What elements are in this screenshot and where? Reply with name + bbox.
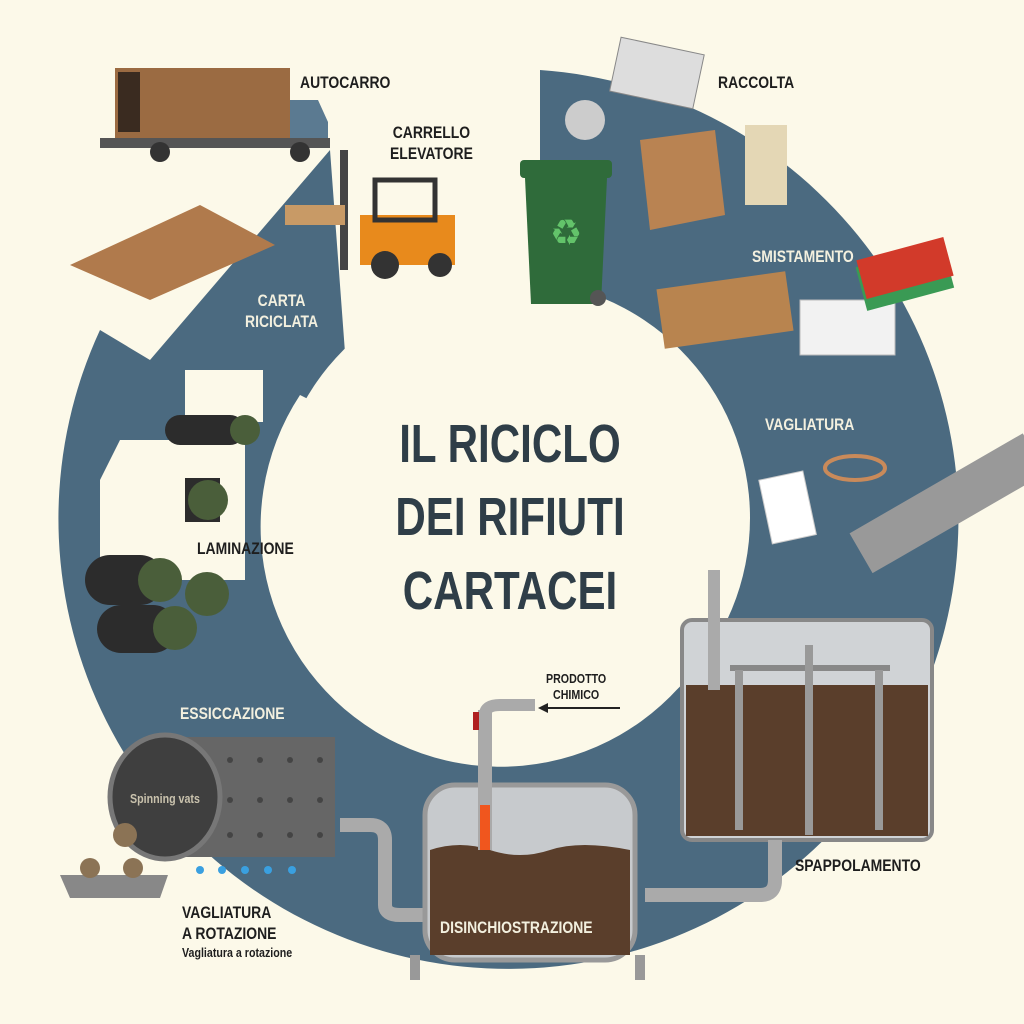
label-line: ELEVATORE (390, 144, 473, 164)
svg-text:♻: ♻ (550, 213, 582, 254)
pipe (645, 840, 782, 902)
crumpled-paper-icon (565, 100, 605, 140)
page-title: IL RICICLO DEI RIFIUTI CARTACEI (370, 408, 651, 628)
rotating-drum-icon (60, 732, 335, 898)
cardboard-folder-icon (640, 130, 725, 230)
label-autocarro: AUTOCARRO (300, 73, 391, 92)
newspaper-icon (609, 36, 705, 110)
paper-sheet-icon (758, 470, 817, 545)
label-line: CARRELLO (392, 123, 471, 142)
label-line: CARTA (257, 291, 306, 310)
truck-icon (100, 68, 330, 162)
deinking-tank-icon (410, 699, 645, 980)
label-spinning-vats: Spinning vats (130, 791, 200, 806)
paper-stack-icon (799, 299, 896, 356)
recycled-paper-icon (70, 205, 275, 300)
label-prodotto-chimico: PRODOTTO CHIMICO (546, 671, 606, 704)
label-raccolta: RACCOLTA (718, 73, 795, 92)
label-line: RICICLATA (245, 312, 319, 332)
label-line: CHIMICO (553, 687, 600, 703)
label-line: A ROTAZIONE (182, 924, 277, 944)
label-vagliatura-rotazione: VAGLIATURA A ROTAZIONE Vagliatura a rota… (182, 902, 292, 961)
center-circle (274, 280, 750, 756)
label-smistamento: SMISTAMENTO (752, 247, 854, 266)
rubber-band-icon (823, 454, 887, 482)
pipe (340, 818, 430, 922)
label-line: PRODOTTO (546, 671, 607, 686)
screening-chute-icon (849, 433, 1024, 574)
pulper-tank-icon (680, 570, 934, 842)
forklift-icon (285, 150, 455, 279)
cardboard-stack-icon (656, 271, 794, 349)
label-subtitle: Vagliatura a rotazione (182, 944, 293, 960)
label-line: VAGLIATURA (182, 903, 272, 922)
carton-icon (745, 125, 787, 205)
title-line: IL RICICLO (399, 414, 621, 474)
label-laminazione: LAMINAZIONE (197, 539, 294, 558)
lamination-rollers-icon (85, 370, 263, 653)
label-vagliatura: VAGLIATURA (765, 415, 855, 434)
title-line: DEI RIFIUTI (395, 487, 625, 548)
label-spappolamento: SPAPPOLAMENTO (795, 856, 921, 875)
label-disinchiostrazione: DISINCHIOSTRAZIONE (440, 918, 593, 937)
label-carrello-elevatore: CARRELLO ELEVATORE (390, 122, 473, 165)
title-line: CARTACEI (402, 560, 618, 621)
label-essiccazione: ESSICCAZIONE (180, 704, 285, 723)
recycle-bin-icon: ♻ (520, 160, 612, 306)
label-carta-riciclata: CARTA RICICLATA (245, 290, 318, 333)
colored-paper-icon (855, 237, 955, 311)
